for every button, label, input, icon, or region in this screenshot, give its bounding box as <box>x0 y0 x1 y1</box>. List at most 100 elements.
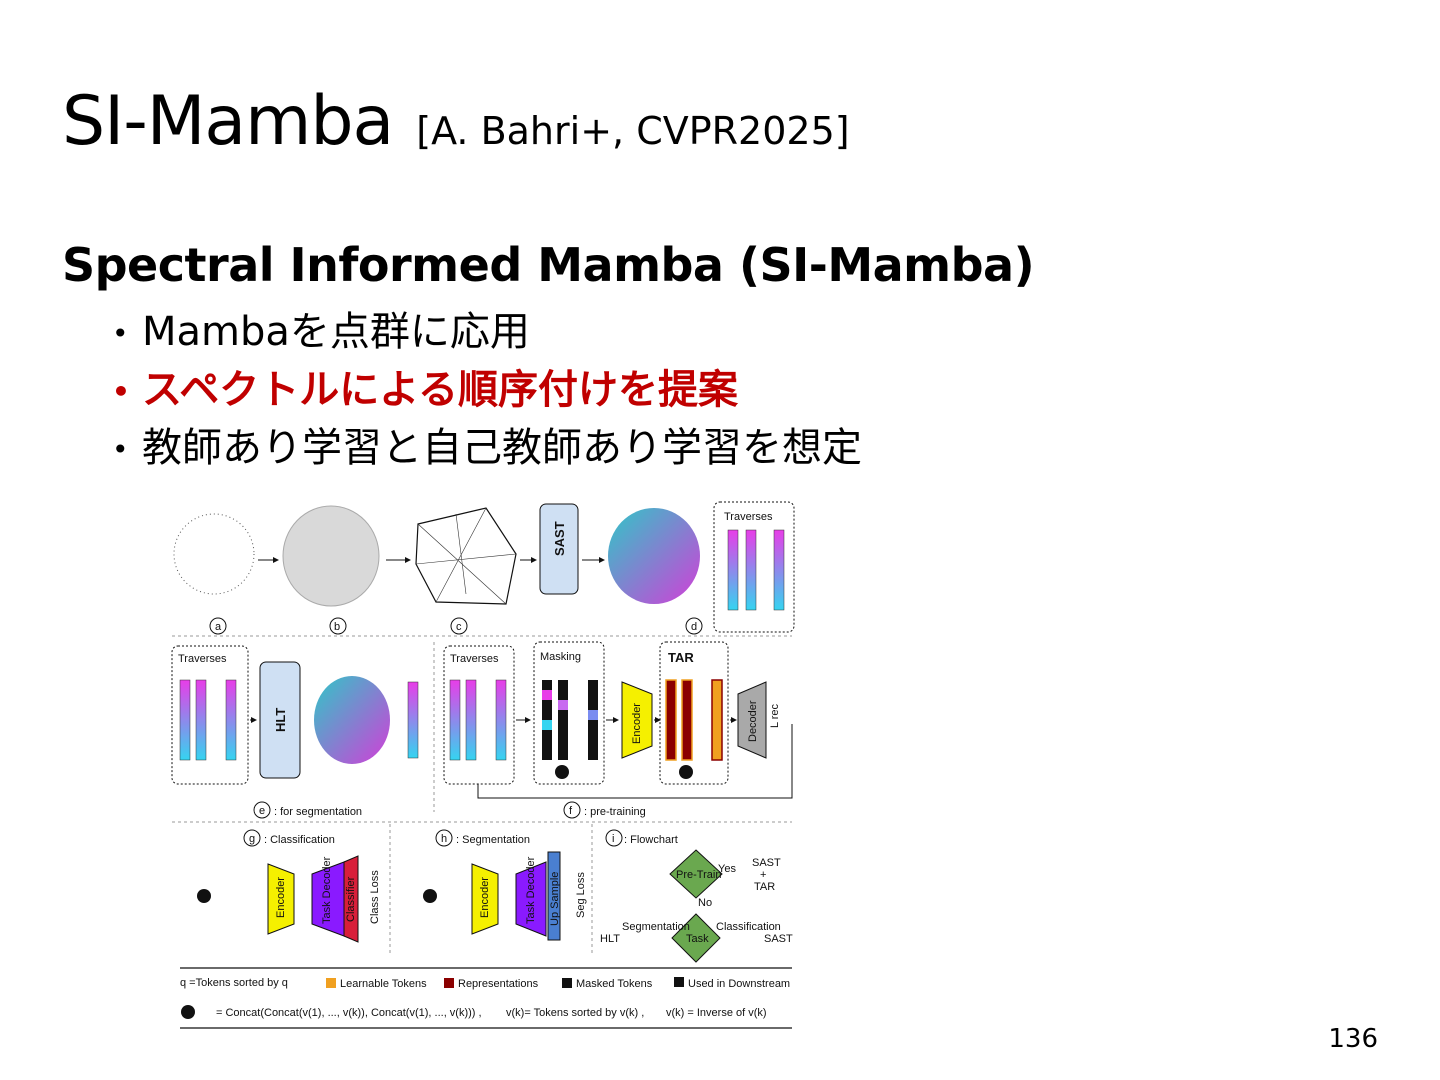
hlt-result-label: HLT <box>600 933 620 945</box>
representation-column <box>665 679 677 761</box>
traverses-box-f <box>443 645 515 785</box>
encoder-block <box>621 681 653 759</box>
legend-representations-swatch <box>444 978 454 988</box>
step-b-label: b <box>334 621 340 633</box>
task-diamond <box>671 913 721 963</box>
step-e-circle <box>253 801 271 819</box>
figure-svg: a b c SAST d Traverses Traverses HLT <box>171 501 795 1029</box>
legend-representations: Representations <box>458 978 539 990</box>
caption-classification: : Classification <box>264 834 335 846</box>
step-g-circle <box>243 829 261 847</box>
token-column <box>727 529 739 611</box>
encoder-label: Encoder <box>479 877 491 918</box>
concat-icon <box>679 765 693 779</box>
step-h-circle <box>435 829 453 847</box>
tar-box <box>659 641 729 785</box>
segmented-bunny <box>314 676 390 764</box>
token-column <box>195 679 207 761</box>
legend-downstream: Used in Downstream <box>688 978 790 990</box>
sast-label: SAST <box>552 521 567 556</box>
legend-inverse-of: v(k) = Inverse of v(k) <box>666 1007 767 1019</box>
yes-label: Yes <box>718 863 736 875</box>
step-d-circle <box>685 617 703 635</box>
point-cloud-bunny <box>173 513 255 595</box>
hlt-label: HLT <box>273 708 288 732</box>
section-heading: Spectral Informed Mamba (SI-Mamba) <box>62 238 1035 292</box>
bullet-item: •Mambaを点群に応用 <box>112 304 862 362</box>
pretrain-diamond <box>669 849 723 899</box>
bullet-list: •Mambaを点群に応用 •スペクトルによる順序付けを提案 •教師あり学習と自己… <box>112 304 862 478</box>
step-a-label: a <box>215 621 222 633</box>
legend-masked: Masked Tokens <box>576 978 653 990</box>
step-d-label: d <box>691 621 697 633</box>
sast-tar-top: SAST <box>752 857 781 869</box>
step-h-label: h <box>441 833 447 845</box>
step-c-circle <box>450 617 468 635</box>
token-column <box>773 529 785 611</box>
legend-sorted-by-v: v(k)= Tokens sorted by v(k) , <box>506 1007 644 1019</box>
legend-masked-swatch <box>562 978 572 988</box>
decoder-label: Decoder <box>747 700 759 742</box>
row-1-pipeline: a b c SAST d Traverses <box>173 501 795 635</box>
up-sample-label: Up Sample <box>549 872 561 926</box>
task-decoder-label: Task Decoder <box>321 856 333 924</box>
concat-icon <box>181 1005 195 1019</box>
step-b-circle <box>329 617 347 635</box>
token-cell <box>558 700 568 710</box>
legend-learnable-swatch <box>326 978 336 988</box>
traverses-label: Traverses <box>178 653 227 665</box>
encoder-label: Encoder <box>275 877 287 918</box>
slide-title: SI-Mamba [A. Bahri+, CVPR2025] <box>62 82 850 161</box>
concat-icon <box>423 889 437 903</box>
traverses-box-d <box>713 501 795 633</box>
caption-flowchart: : Flowchart <box>624 834 678 846</box>
masking-box <box>533 641 605 785</box>
pretrain-label: Pre-Train <box>676 869 721 881</box>
classification-branch-label: Classification <box>716 921 781 933</box>
loop-arrow <box>477 724 793 799</box>
colored-bunny <box>608 508 700 604</box>
legend-tokens-sorted: q =Tokens sorted by q <box>180 977 288 989</box>
legend-concat: = Concat(Concat(v(1), ..., v(k)), Concat… <box>216 1007 482 1019</box>
task-label: Task <box>686 933 709 945</box>
classifier-block <box>343 855 359 943</box>
sast-result-label: SAST <box>764 933 793 945</box>
encoder-block <box>267 863 295 935</box>
step-f-label: f <box>569 805 573 817</box>
legend: q =Tokens sorted by q Learnable Tokens R… <box>180 977 790 1019</box>
bullet-text: スペクトルによる順序付けを提案 <box>142 367 738 413</box>
bullet-text: 教師あり学習と自己教師あり学習を想定 <box>142 425 862 471</box>
title-reference: [A. Bahri+, CVPR2025] <box>416 109 850 153</box>
hlt-block <box>259 661 301 779</box>
task-decoder-label: Task Decoder <box>525 856 537 924</box>
token-cell <box>542 720 552 730</box>
classifier-label: Classifier <box>345 876 357 922</box>
no-label: No <box>698 897 712 909</box>
token-column <box>225 679 237 761</box>
sphere-bunny <box>282 505 380 607</box>
token-column <box>495 679 507 761</box>
row-3-heads: g : Classification Encoder Task Decoder … <box>197 824 793 963</box>
token-column <box>465 679 477 761</box>
masked-column <box>558 680 568 760</box>
caption-pre-training: : pre-training <box>584 806 646 818</box>
token-cell <box>542 690 552 700</box>
downstream-icon <box>674 977 684 987</box>
task-decoder-block <box>515 861 547 937</box>
step-g-label: g <box>249 833 255 845</box>
tar-label: TAR <box>668 650 694 665</box>
bullet-item-highlight: •スペクトルによる順序付けを提案 <box>112 362 862 420</box>
bullet-item: •教師あり学習と自己教師あり学習を想定 <box>112 420 862 478</box>
encoder-label: Encoder <box>631 703 643 744</box>
class-loss-label: Class Loss <box>369 870 381 924</box>
step-c-label: c <box>456 621 462 633</box>
mesh-lines <box>415 507 517 605</box>
rec-loss-label: L rec <box>769 703 781 728</box>
token-column <box>745 529 757 611</box>
bullet-dot: • <box>112 317 129 350</box>
legend-learnable: Learnable Tokens <box>340 978 427 990</box>
representation-column <box>711 679 723 761</box>
concat-icon <box>197 889 211 903</box>
step-i-circle <box>605 829 623 847</box>
architecture-figure: a b c SAST d Traverses Traverses HLT <box>166 494 798 1034</box>
